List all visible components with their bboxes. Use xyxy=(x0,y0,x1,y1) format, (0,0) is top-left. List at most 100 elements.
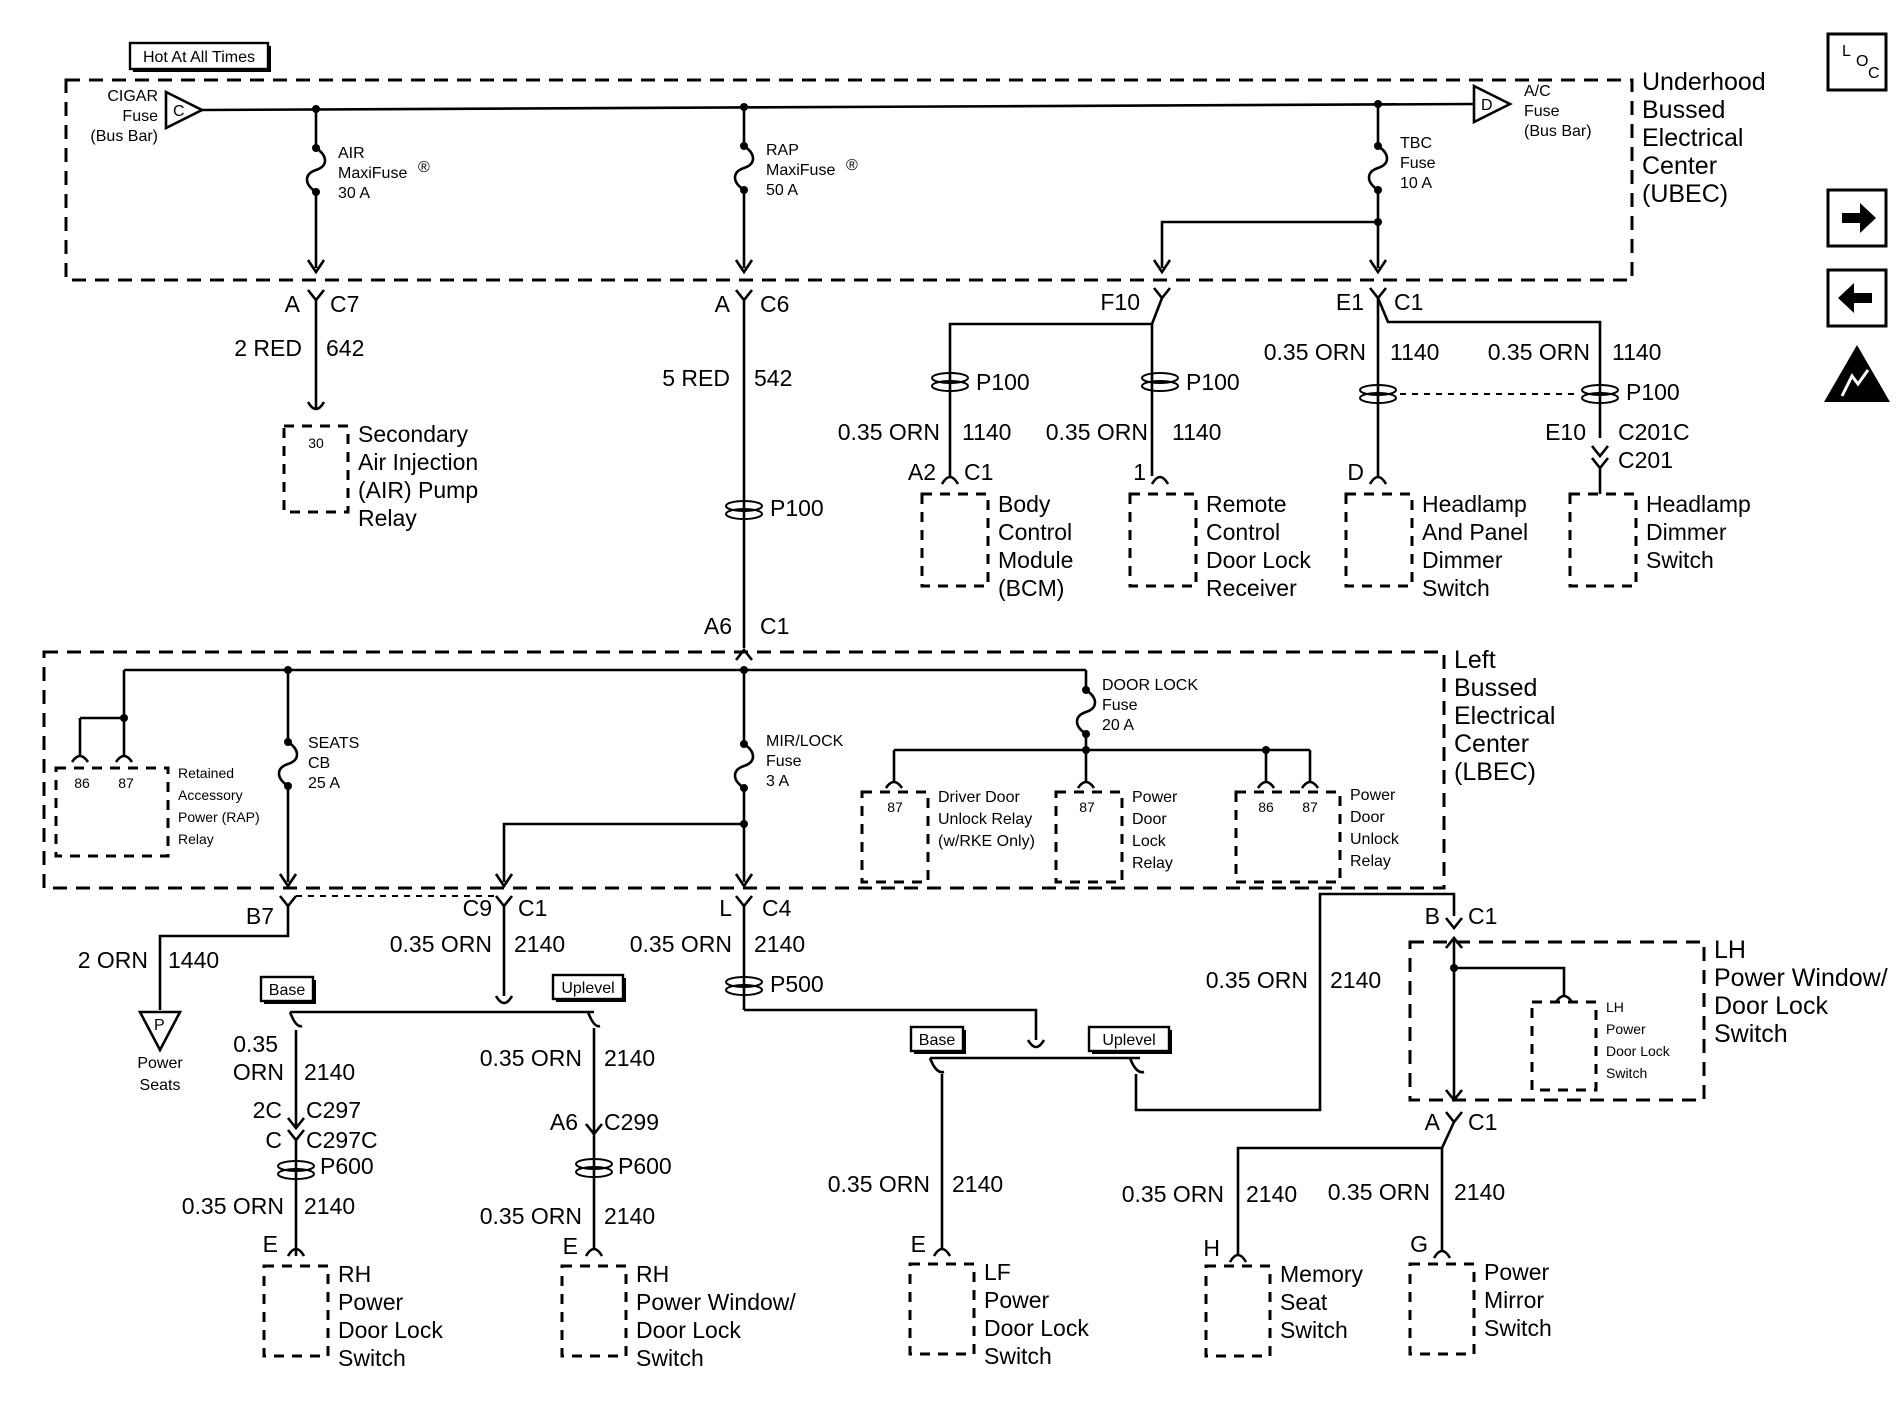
svg-text:Switch: Switch xyxy=(1646,547,1714,573)
svg-text:2140: 2140 xyxy=(604,1045,655,1071)
svg-text:And Panel: And Panel xyxy=(1422,519,1528,545)
svg-text:87: 87 xyxy=(1079,799,1095,815)
svg-text:Bussed: Bussed xyxy=(1642,96,1725,124)
svg-text:®: ® xyxy=(846,157,858,174)
svg-text:Seats: Seats xyxy=(140,1077,181,1094)
svg-text:86: 86 xyxy=(1258,799,1274,815)
driver-door-unlock-relay: 87 Driver Door Unlock Relay (w/RKE Only) xyxy=(860,789,1035,884)
svg-text:Switch: Switch xyxy=(1606,1065,1647,1081)
svg-text:0.35 ORN: 0.35 ORN xyxy=(1206,967,1308,993)
previous-page-icon[interactable] xyxy=(1826,268,1888,328)
svg-text:1140: 1140 xyxy=(962,419,1011,445)
svg-text:Switch: Switch xyxy=(1422,575,1490,601)
svg-text:RAP: RAP xyxy=(766,142,799,159)
svg-text:Uplevel: Uplevel xyxy=(1102,1032,1155,1049)
svg-text:Power: Power xyxy=(1484,1259,1550,1285)
svg-text:RH: RH xyxy=(636,1261,669,1287)
svg-text:Door Lock: Door Lock xyxy=(338,1317,443,1343)
svg-text:LH: LH xyxy=(1606,999,1624,1015)
lh-power-window-switch: B C1 LH Power Door Lock Switch LH Power … xyxy=(1236,903,1888,1256)
svg-text:0.35 ORN: 0.35 ORN xyxy=(630,931,732,957)
svg-text:Switch: Switch xyxy=(1714,1020,1788,1048)
svg-text:Power: Power xyxy=(1606,1021,1646,1037)
svg-text:5 RED: 5 RED xyxy=(662,365,730,391)
svg-text:C7: C7 xyxy=(330,291,359,317)
svg-text:Power: Power xyxy=(137,1055,183,1072)
next-page-icon[interactable] xyxy=(1826,188,1888,248)
svg-text:Bussed: Bussed xyxy=(1454,674,1537,702)
svg-text:Control: Control xyxy=(1206,519,1280,545)
svg-text:P600: P600 xyxy=(618,1153,672,1179)
svg-text:C1: C1 xyxy=(518,895,547,921)
svg-text:0.35 ORN: 0.35 ORN xyxy=(1328,1179,1430,1205)
svg-text:1140: 1140 xyxy=(1172,419,1221,445)
svg-text:Relay: Relay xyxy=(1350,853,1391,870)
svg-text:C201: C201 xyxy=(1618,447,1673,473)
svg-text:3 A: 3 A xyxy=(766,773,789,790)
svg-text:2140: 2140 xyxy=(1246,1181,1297,1207)
svg-text:50 A: 50 A xyxy=(766,182,798,199)
svg-text:2140: 2140 xyxy=(304,1193,355,1219)
svg-text:542: 542 xyxy=(754,365,792,391)
rh-power-door-lock-switch-branch: 0.35 ORN 2140 2C C297 C C297C P600 0.35 … xyxy=(182,1030,443,1371)
svg-text:C1: C1 xyxy=(964,459,993,485)
rap-maxifuse: RAP MaxiFuse ® 50 A xyxy=(733,107,858,275)
svg-text:Body: Body xyxy=(998,491,1051,517)
svg-text:2140: 2140 xyxy=(514,931,565,957)
svg-text:Power Window/: Power Window/ xyxy=(636,1289,796,1315)
svg-text:Power (RAP): Power (RAP) xyxy=(178,809,260,825)
svg-text:P100: P100 xyxy=(976,369,1030,395)
svg-text:Memory: Memory xyxy=(1280,1261,1364,1287)
svg-text:Lock: Lock xyxy=(1132,833,1167,850)
ac-fuse-bus-bar: D A/C Fuse (Bus Bar) xyxy=(1472,83,1592,140)
svg-text:Headlamp: Headlamp xyxy=(1422,491,1527,517)
svg-text:L: L xyxy=(719,895,732,921)
svg-text:P100: P100 xyxy=(1626,379,1680,405)
svg-text:C1: C1 xyxy=(1468,903,1497,929)
svg-text:25 A: 25 A xyxy=(308,775,340,792)
svg-text:20 A: 20 A xyxy=(1102,717,1134,734)
svg-text:Door Lock: Door Lock xyxy=(984,1315,1089,1341)
svg-text:P500: P500 xyxy=(770,971,824,997)
svg-text:E: E xyxy=(911,1231,926,1257)
svg-text:CB: CB xyxy=(308,755,330,772)
svg-text:(LBEC): (LBEC) xyxy=(1454,758,1536,786)
svg-text:Driver Door: Driver Door xyxy=(938,789,1020,806)
svg-text:Electrical: Electrical xyxy=(1642,124,1743,152)
svg-text:A6: A6 xyxy=(704,613,732,639)
svg-text:0.35 ORN: 0.35 ORN xyxy=(828,1171,930,1197)
svg-text:2140: 2140 xyxy=(754,931,805,957)
svg-text:2 ORN: 2 ORN xyxy=(78,947,148,973)
svg-text:LF: LF xyxy=(984,1259,1011,1285)
svg-text:87: 87 xyxy=(887,799,903,815)
svg-text:0.35 ORN: 0.35 ORN xyxy=(182,1193,284,1219)
svg-text:C299: C299 xyxy=(604,1109,659,1135)
svg-text:2 RED: 2 RED xyxy=(234,335,302,361)
svg-text:1140: 1140 xyxy=(1390,339,1439,365)
svg-text:P100: P100 xyxy=(1186,369,1240,395)
svg-text:Retained: Retained xyxy=(178,765,234,781)
svg-text:2140: 2140 xyxy=(604,1203,655,1229)
svg-text:Uplevel: Uplevel xyxy=(561,980,614,997)
e1-branch: E1 C1 0.35 ORN 1140 0.35 ORN 1140 P100 D… xyxy=(1264,287,1751,601)
svg-text:C297C: C297C xyxy=(306,1127,378,1153)
svg-text:2140: 2140 xyxy=(1330,967,1381,993)
svg-text:D: D xyxy=(1347,459,1364,485)
hot-at-all-times-text: Hot At All Times xyxy=(143,49,255,66)
svg-text:30 A: 30 A xyxy=(338,185,370,202)
base-badge-left: Base xyxy=(259,975,316,1004)
svg-text:2140: 2140 xyxy=(304,1059,355,1085)
svg-text:Relay: Relay xyxy=(178,831,214,847)
lbec-bus: 86 87 Retained Accessory Power (RAP) Rel… xyxy=(54,647,1086,858)
svg-text:Fuse: Fuse xyxy=(1400,155,1436,172)
svg-text:0.35 ORN: 0.35 ORN xyxy=(838,419,940,445)
svg-text:Control: Control xyxy=(998,519,1072,545)
seats-circuit-breaker: SEATS CB 25 A xyxy=(277,670,359,889)
location-icon[interactable]: L O C xyxy=(1826,32,1888,92)
svg-text:(AIR) Pump: (AIR) Pump xyxy=(358,477,478,503)
svg-text:MaxiFuse: MaxiFuse xyxy=(766,162,835,179)
svg-text:0.35 ORN: 0.35 ORN xyxy=(1264,339,1366,365)
svg-text:D: D xyxy=(1481,97,1493,114)
location-icon-c: C xyxy=(1868,65,1880,82)
svg-text:0.35: 0.35 xyxy=(233,1031,278,1057)
